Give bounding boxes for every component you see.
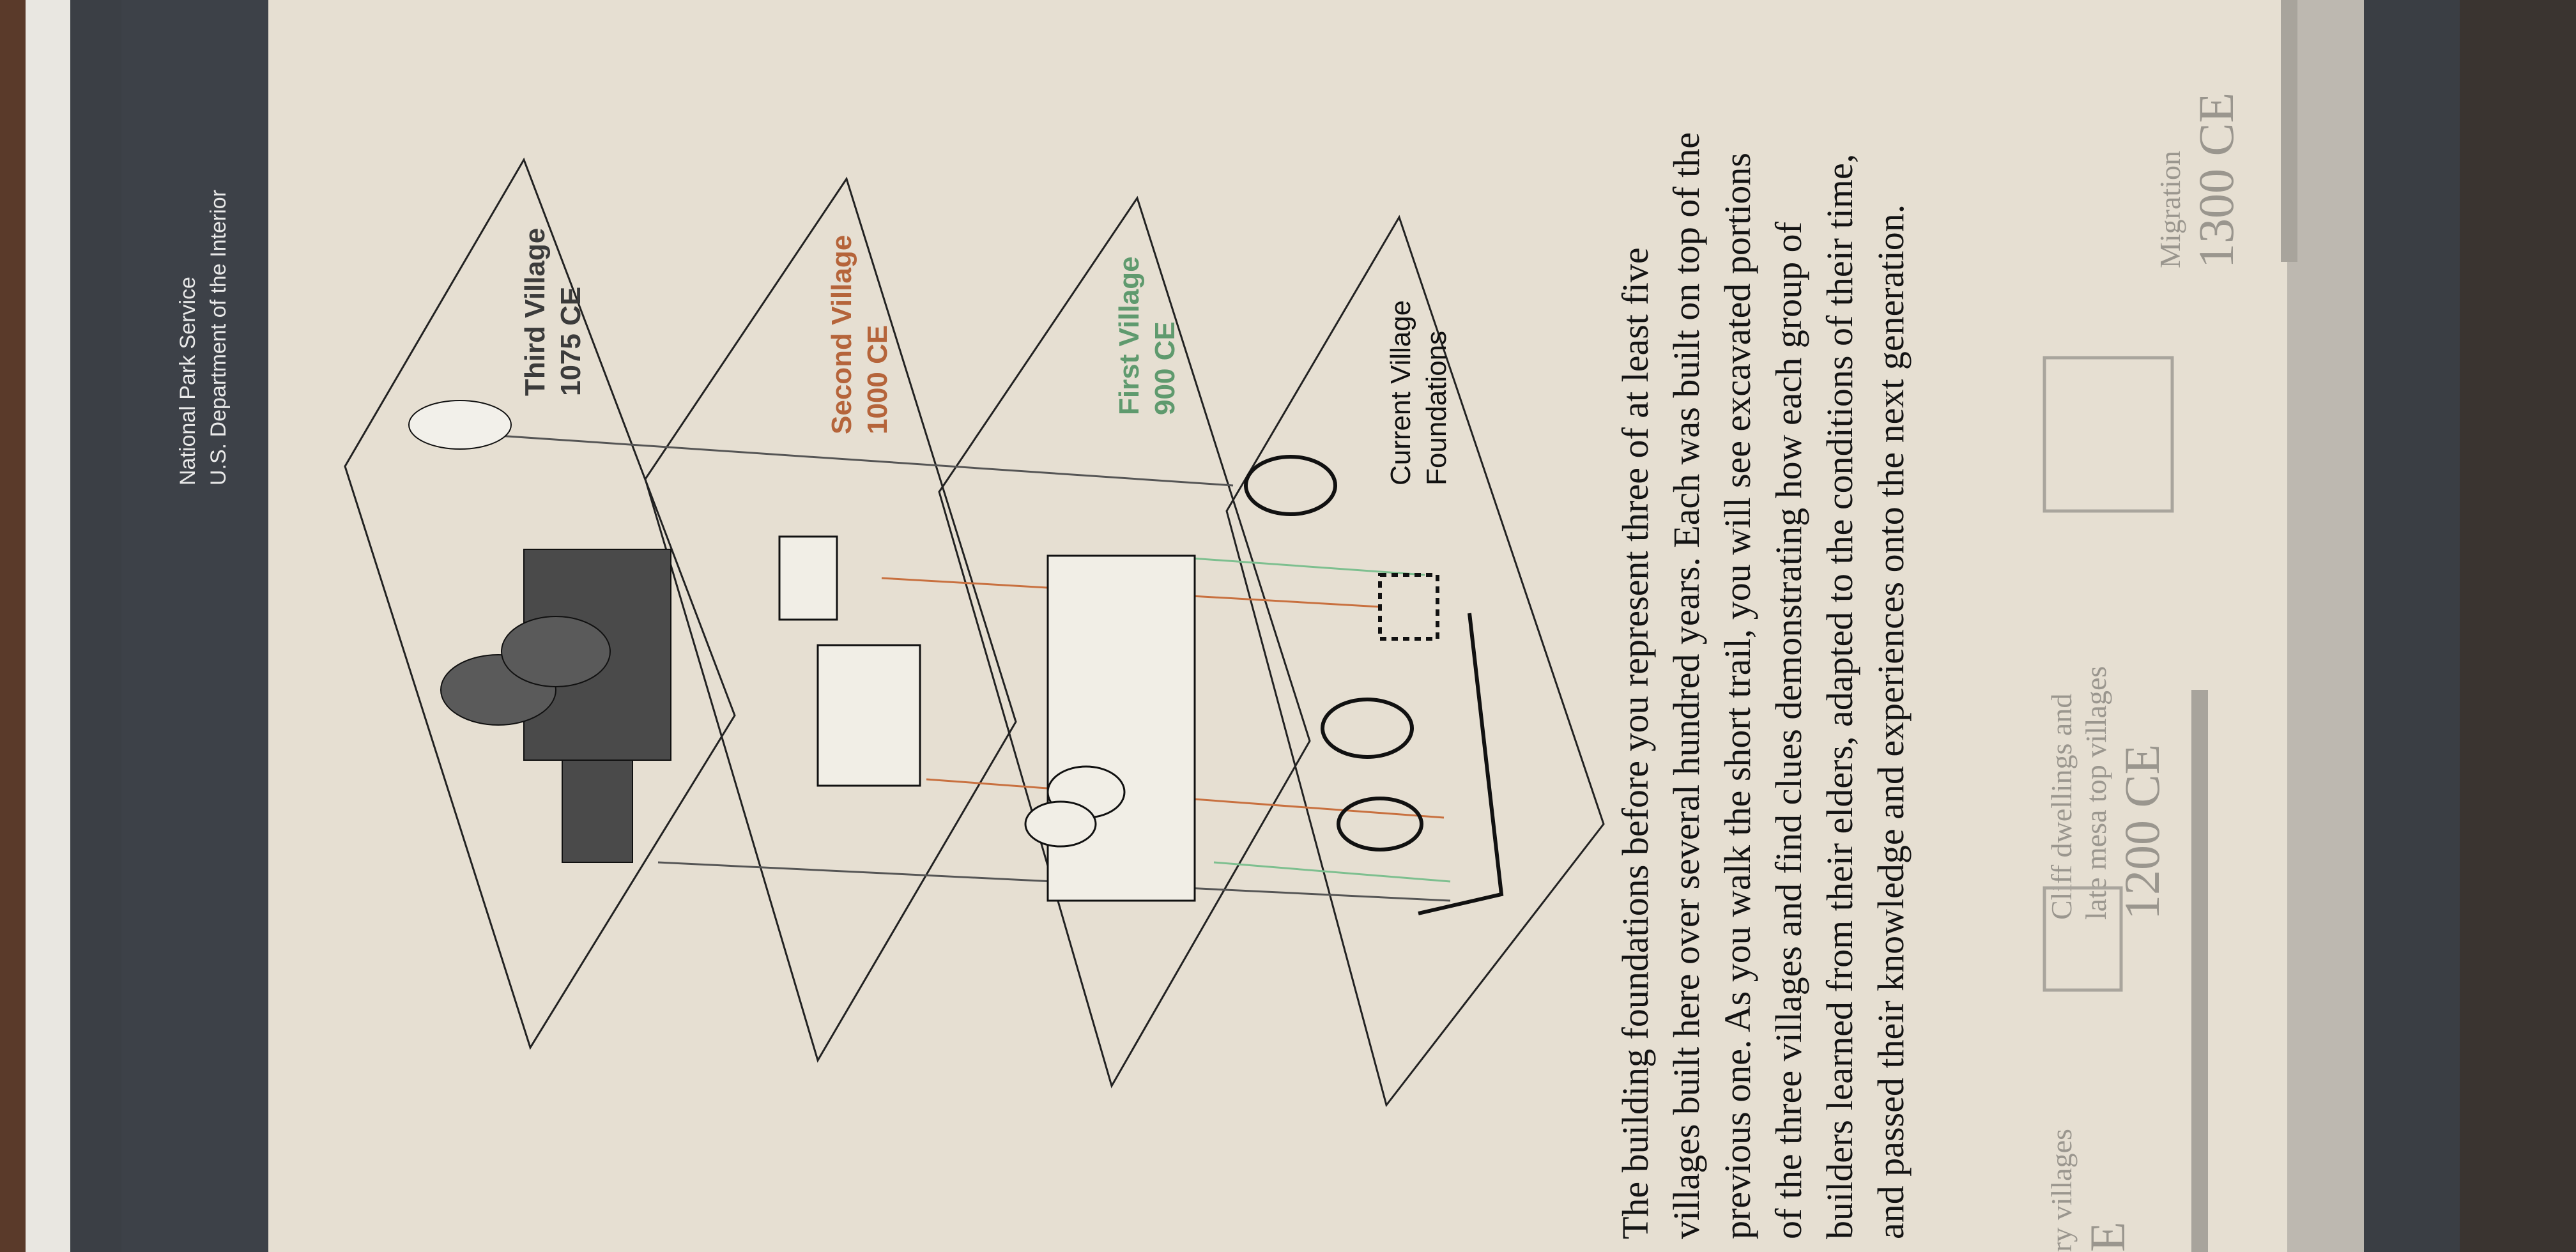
second-village-structure (778, 535, 921, 787)
sign-panel (121, 0, 2428, 1252)
third-village-structure (408, 400, 671, 863)
current-foundations-structure (1244, 455, 1504, 915)
timeline-bar (2191, 690, 2208, 1252)
timeline-bar (2281, 0, 2297, 262)
pueblo-pictogram (2043, 886, 2123, 992)
link-first-top (1156, 554, 1425, 576)
plane-third-village (344, 157, 736, 1050)
peeling-paint-strip (26, 0, 70, 1252)
first-village-structure (1024, 554, 1196, 902)
header-band (121, 0, 268, 1252)
cliff-dwelling-pictogram (2043, 356, 2174, 513)
plane-current-foundations (1225, 215, 1605, 1108)
gravel-ground (2460, 0, 2576, 1252)
link-first-bottom (1213, 861, 1451, 883)
link-third-top (479, 433, 1234, 487)
